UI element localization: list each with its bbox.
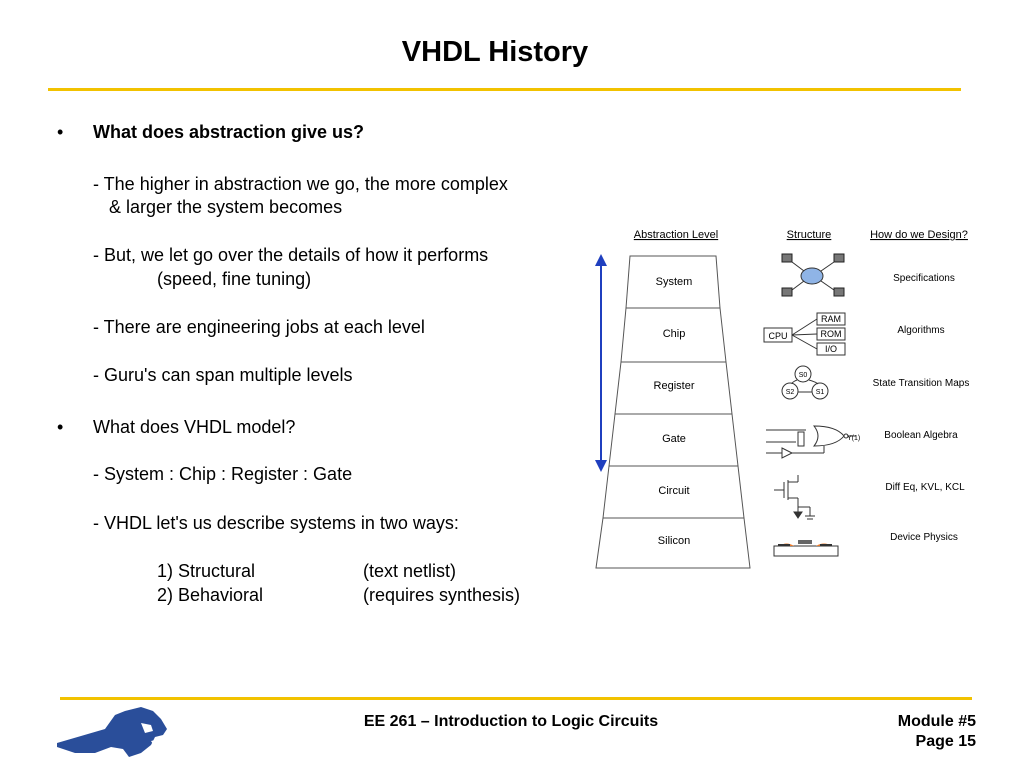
question-vhdl-model: What does VHDL model? <box>93 417 296 437</box>
question-abstraction: What does abstraction give us? <box>93 122 365 142</box>
state-s2: S2 <box>786 389 795 396</box>
text-line: (speed, fine tuning) <box>157 269 312 289</box>
bullet-marker: • <box>57 122 64 142</box>
state-s1: S1 <box>816 389 825 396</box>
abstraction-trapezoid <box>595 255 751 569</box>
header-how-design: How do we Design? <box>870 229 968 241</box>
chip-blocks: CPU RAM ROM I/O <box>763 312 846 356</box>
level-chip: Chip <box>663 328 686 340</box>
footer-module-page: Module #5 Page 15 <box>898 712 976 752</box>
structural-label: 1) Structural <box>157 561 256 581</box>
network-icon <box>781 253 845 297</box>
behavioral-label: 2) Behavioral <box>157 585 264 605</box>
design-algorithms: Algorithms <box>897 325 944 336</box>
block-cpu: CPU <box>768 331 787 341</box>
design-state-transition: State Transition Maps <box>873 378 970 389</box>
page-number: Page 15 <box>915 733 976 750</box>
state-machine-icon <box>781 365 829 400</box>
top-rule <box>48 88 961 91</box>
level-gate: Gate <box>662 433 686 445</box>
slide-title: VHDL History <box>401 36 589 68</box>
abstraction-diagram: Abstraction Level Structure How do we De… <box>595 229 970 569</box>
header-abstraction-level: Abstraction Level <box>634 229 718 241</box>
bullet-marker: • <box>57 417 64 437</box>
text-line: - System : Chip : Register : Gate <box>93 464 353 484</box>
design-specifications: Specifications <box>893 273 955 284</box>
footer-course: EE 261 – Introduction to Logic Circuits <box>363 713 659 730</box>
design-device-physics: Device Physics <box>890 532 958 543</box>
text-line: - VHDL let's us describe systems in two … <box>93 513 459 533</box>
design-boolean-algebra: Boolean Algebra <box>884 430 958 441</box>
silicon-icon <box>773 540 839 557</box>
logic-gate-icon <box>766 425 856 459</box>
gate-output-label: Y(1) <box>847 435 860 442</box>
state-s0: S0 <box>799 372 808 379</box>
bottom-rule <box>60 697 972 700</box>
text-line: - But, we let go over the details of how… <box>93 245 489 265</box>
text-line: - There are engineering jobs at each lev… <box>93 317 425 337</box>
block-io: I/O <box>825 344 837 354</box>
header-structure: Structure <box>787 229 832 241</box>
text-line: - The higher in abstraction we go, the m… <box>93 174 508 194</box>
transistor-icon <box>774 475 815 520</box>
block-ram: RAM <box>821 314 841 324</box>
level-silicon: Silicon <box>658 535 690 547</box>
behavioral-desc: (requires synthesis) <box>363 585 521 605</box>
level-circuit: Circuit <box>658 485 689 497</box>
text-line: & larger the system becomes <box>109 197 343 217</box>
text-line: - Guru's can span multiple levels <box>93 365 353 385</box>
module-number: Module #5 <box>897 713 976 730</box>
structural-desc: (text netlist) <box>363 561 457 581</box>
level-register: Register <box>654 380 695 392</box>
level-system: System <box>656 276 693 288</box>
block-rom: ROM <box>821 329 842 339</box>
panther-logo-icon <box>57 707 167 757</box>
design-diff-eq: Diff Eq, KVL, KCL <box>885 482 965 493</box>
